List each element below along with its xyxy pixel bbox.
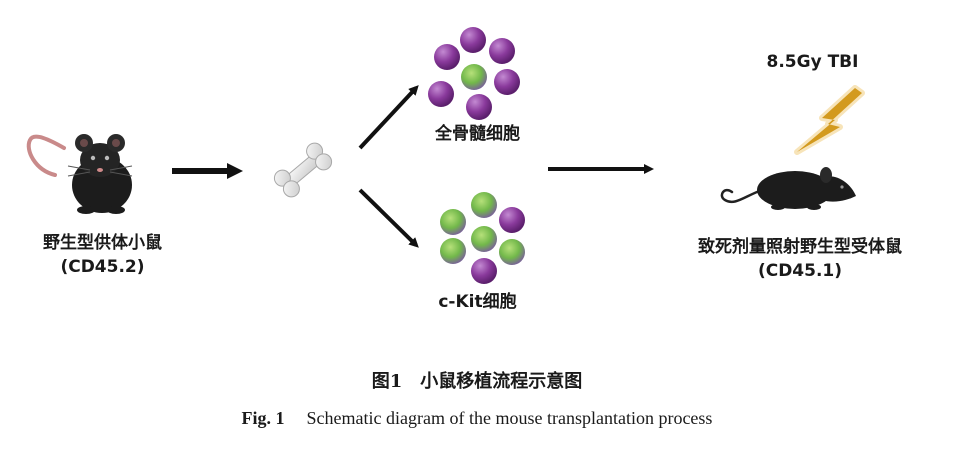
whole-marrow-label: 全骨髓细胞 xyxy=(435,124,520,144)
cell-green xyxy=(471,192,497,218)
donor-strain-label: (CD45.2) xyxy=(60,257,145,277)
arrow-bone-to-whole-marrow xyxy=(358,85,419,150)
cell-green xyxy=(471,226,497,252)
ckit-cell-cluster xyxy=(440,192,525,284)
cell-purple xyxy=(489,38,515,64)
whole-marrow-cell-cluster xyxy=(428,27,520,120)
cell-purple xyxy=(499,207,525,233)
cell-purple xyxy=(466,94,492,120)
cell-green xyxy=(499,239,525,265)
recipient-mouse-icon xyxy=(720,167,856,210)
irradiation-label: 8.5Gy TBI xyxy=(766,52,859,72)
recipient-name-label: 致死剂量照射野生型受体鼠 xyxy=(698,237,902,257)
cell-green xyxy=(440,209,466,235)
cell-green xyxy=(461,64,487,90)
arrow-bone-to-ckit xyxy=(358,188,419,248)
cell-purple xyxy=(494,69,520,95)
bone-icon xyxy=(273,142,333,198)
recipient-strain-label: (CD45.1) xyxy=(757,261,843,281)
figure-caption-en-text: Schematic diagram of the mouse transplan… xyxy=(306,408,713,428)
figure-caption-en: Fig. 1 Schematic diagram of the mouse tra… xyxy=(0,408,954,429)
donor-name-label: 野生型供体小鼠 xyxy=(43,233,162,253)
cell-purple xyxy=(428,81,454,107)
figure-caption-zh: 图1 小鼠移植流程示意图 xyxy=(371,371,583,392)
ckit-label: c-Kit细胞 xyxy=(438,292,517,312)
cell-purple xyxy=(434,44,460,70)
cell-purple xyxy=(460,27,486,53)
donor-mouse-icon xyxy=(26,134,133,214)
cell-green xyxy=(440,238,466,264)
lightning-bolt-icon xyxy=(794,85,865,155)
cell-purple xyxy=(471,258,497,284)
figure-caption-en-label: Fig. 1 xyxy=(241,408,285,428)
